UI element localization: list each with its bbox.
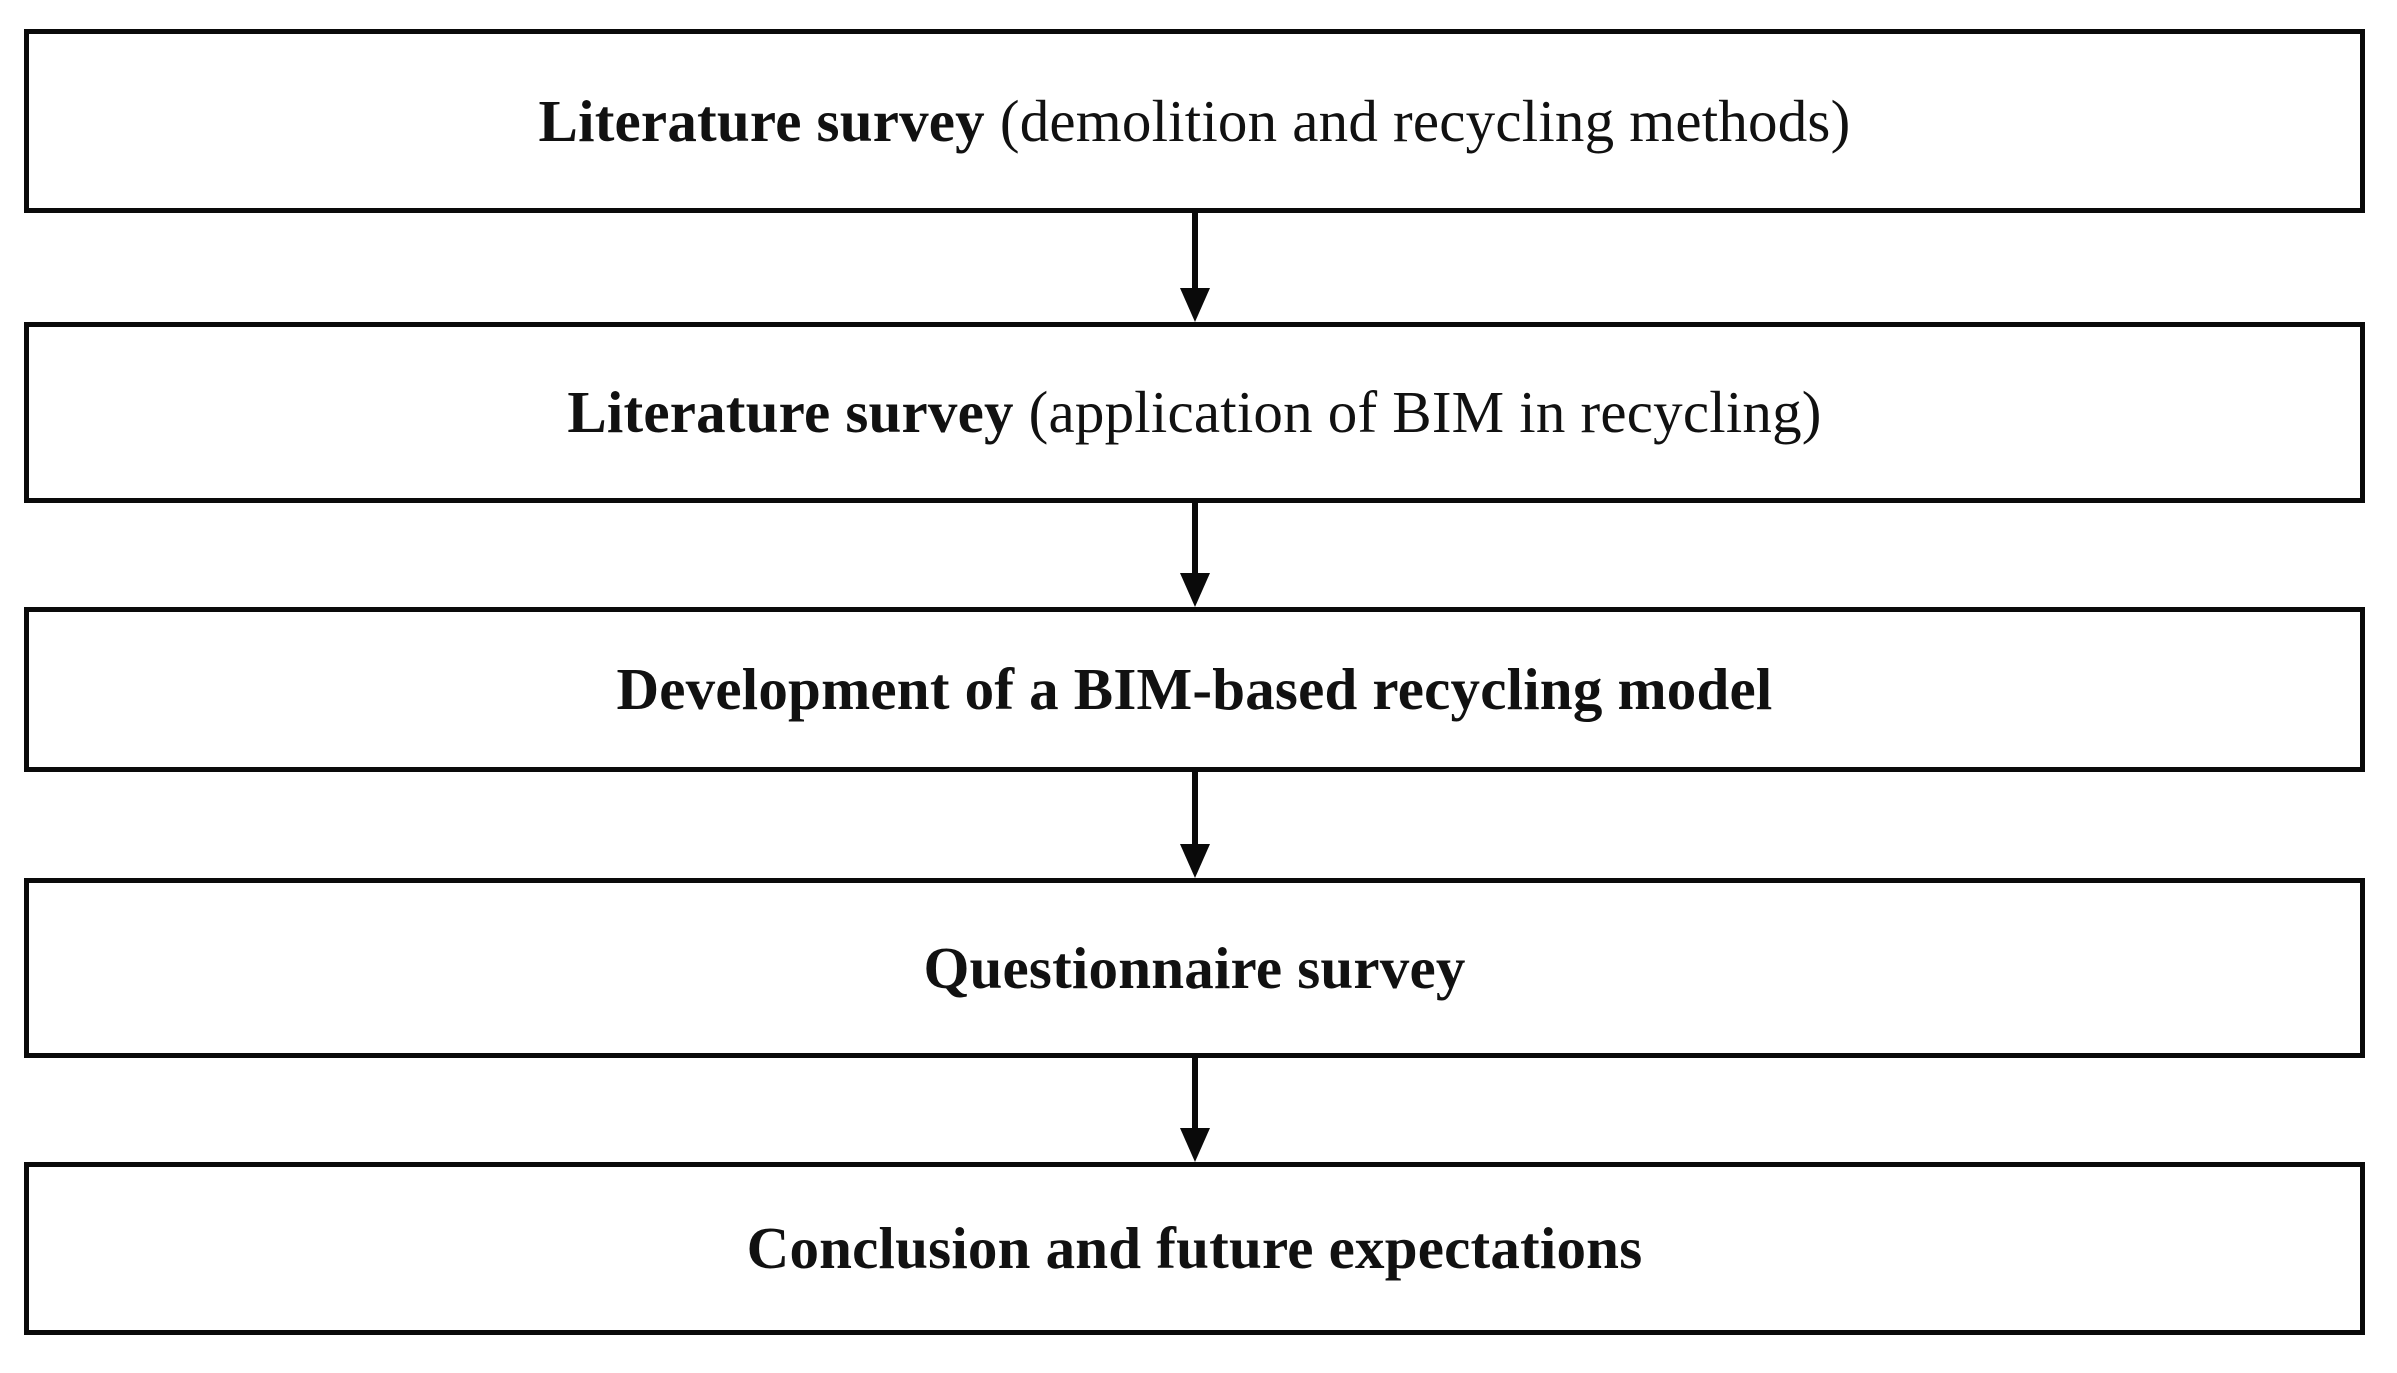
flow-node-questionnaire-survey[interactable]: Questionnaire survey	[24, 878, 2365, 1058]
flow-node-label: Conclusion and future expectations	[747, 1216, 1643, 1281]
flow-node-label: Literature survey (demolition and recycl…	[538, 87, 1851, 154]
connector-arrow-3	[1180, 772, 1210, 878]
flow-node-literature-survey-bim[interactable]: Literature survey (application of BIM in…	[24, 322, 2365, 503]
connector-arrow-1	[1180, 213, 1210, 322]
arrow-shaft	[1192, 503, 1198, 574]
down-arrow-icon	[1180, 288, 1210, 322]
flow-node-label: Questionnaire survey	[923, 934, 1466, 1001]
down-arrow-icon	[1180, 573, 1210, 607]
flow-node-development-bim-model[interactable]: Development of a BIM-based recycling mod…	[24, 607, 2365, 772]
connector-arrow-4	[1180, 1058, 1210, 1162]
flow-node-label-bold: Literature survey	[538, 87, 985, 154]
flow-node-literature-survey-demolition[interactable]: Literature survey (demolition and recycl…	[24, 29, 2365, 213]
down-arrow-icon	[1180, 1128, 1210, 1162]
arrow-shaft	[1192, 772, 1198, 845]
flow-node-label-bold: Conclusion and future expectations	[746, 1215, 1643, 1282]
flow-node-conclusion-future-expectations[interactable]: Conclusion and future expectations	[24, 1162, 2365, 1335]
flow-node-label-bold: Development of a BIM-based recycling mod…	[616, 656, 1773, 723]
flow-node-label-regular: (application of BIM in recycling)	[1013, 379, 1822, 446]
flow-node-label: Development of a BIM-based recycling mod…	[616, 657, 1772, 722]
flow-node-label: Literature survey (application of BIM in…	[567, 380, 1821, 445]
flow-node-label-regular: (demolition and recycling methods)	[984, 87, 1851, 154]
down-arrow-icon	[1180, 844, 1210, 878]
flow-node-label-bold: Questionnaire survey	[923, 934, 1466, 1001]
connector-arrow-2	[1180, 503, 1210, 607]
arrow-shaft	[1192, 1058, 1198, 1129]
flow-node-label-bold: Literature survey	[567, 379, 1014, 446]
arrow-shaft	[1192, 213, 1198, 289]
